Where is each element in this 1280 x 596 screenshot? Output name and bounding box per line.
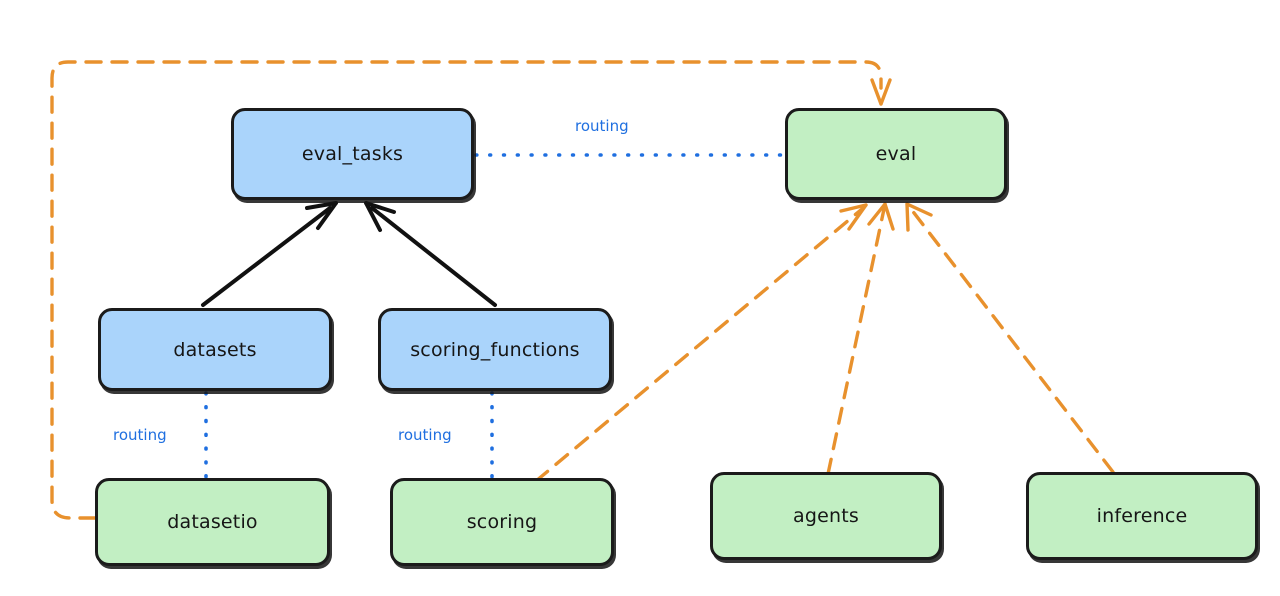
node-eval[interactable]: eval: [785, 108, 1007, 200]
node-eval-tasks[interactable]: eval_tasks: [231, 108, 474, 200]
edge-datasetio-to-eval: [50, 60, 892, 520]
edge-inference-to-eval: [905, 202, 1115, 474]
node-inference[interactable]: inference: [1026, 472, 1258, 560]
edge-label-routing-eval-tasks: routing: [575, 117, 629, 135]
node-label: scoring: [466, 511, 538, 533]
edge-scoring_functions-to-eval_tasks: [364, 201, 497, 307]
node-label: datasets: [173, 338, 257, 361]
node-label: scoring_functions: [410, 338, 580, 361]
node-datasetio[interactable]: datasetio: [95, 478, 330, 566]
edge-agents-to-eval: [826, 202, 895, 476]
edge-scoring-to-eval: [534, 203, 868, 483]
node-label: eval: [875, 143, 917, 165]
edge-label-routing-scoring-functions: routing: [398, 426, 452, 444]
node-scoring[interactable]: scoring: [390, 478, 614, 566]
node-label: agents: [793, 505, 859, 527]
node-label: inference: [1096, 505, 1188, 527]
node-label: datasetio: [167, 511, 258, 533]
node-datasets[interactable]: datasets: [98, 308, 332, 391]
node-label: eval_tasks: [301, 143, 404, 165]
edge-label-routing-datasets: routing: [113, 426, 167, 444]
edge-datasets-to-eval_tasks: [201, 201, 338, 307]
node-agents[interactable]: agents: [710, 472, 942, 560]
node-scoring-functions[interactable]: scoring_functions: [378, 308, 612, 391]
